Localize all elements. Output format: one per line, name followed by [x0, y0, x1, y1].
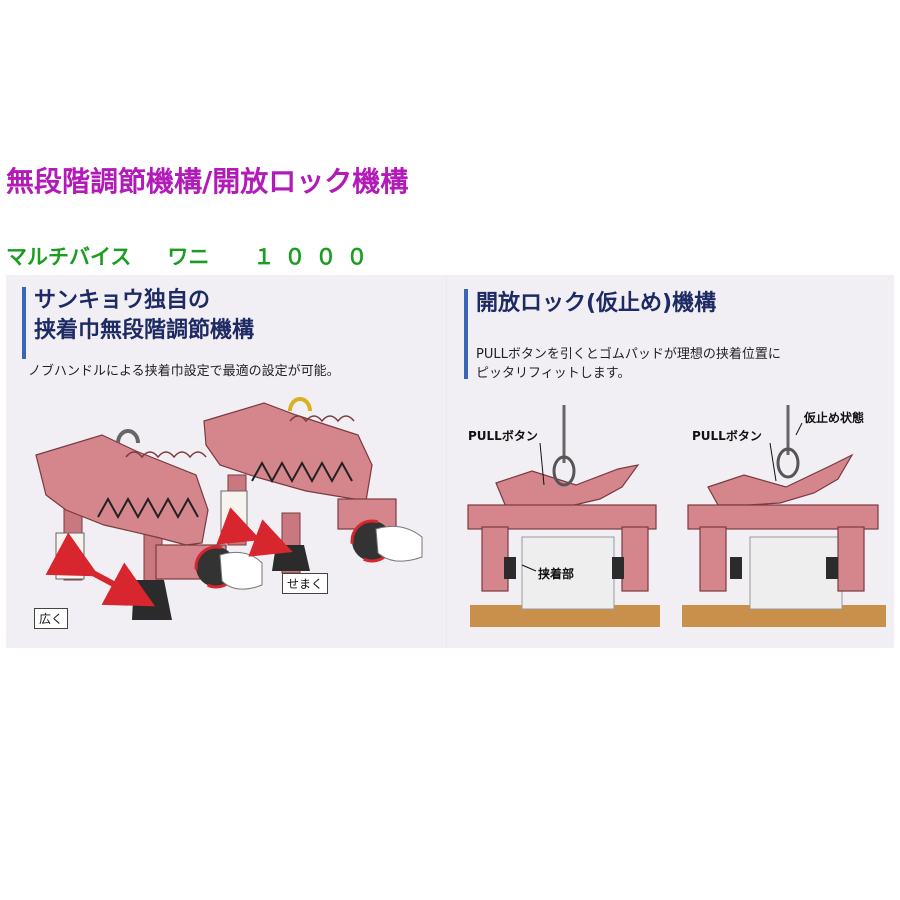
lock-illustration-locked [682, 405, 886, 627]
label-narrow: せまく [282, 573, 329, 594]
illustration-panel: サンキョウ独自の 挟着巾無段階調節機構 ノブハンドルによる挟着巾設定で最適の設定… [6, 275, 894, 648]
right-note-line1: PULLボタンを引くとゴムパッドが理想の挟着位置に [476, 347, 781, 362]
product-number: １０００ [253, 245, 378, 269]
clamp-part-label: 挟着部 [538, 567, 575, 581]
left-note: ノブハンドルによる挟着巾設定で最適の設定が可能。 [28, 364, 340, 379]
pull-button-label-left: PULLボタン [468, 429, 538, 443]
product-subheading: マルチバイス ワニ １０００ [6, 241, 377, 271]
label-wide: 広く [34, 608, 69, 629]
pull-button-label-right: PULLボタン [692, 429, 762, 443]
left-title-line2: 挟着巾無段階調節機構 [34, 318, 255, 343]
right-title-accent-bar [464, 289, 468, 379]
panel-divider [446, 275, 447, 648]
product-model: ワニ [167, 245, 210, 269]
right-title: 開放ロック(仮止め)機構 [476, 291, 717, 316]
clamp-illustrations [35, 397, 886, 627]
right-note-line2: ピッタリフィットします。 [476, 366, 631, 381]
lock-illustration-open [467, 405, 660, 627]
left-title-accent-bar [22, 287, 26, 359]
temp-lock-label: 仮止め状態 [804, 411, 865, 425]
product-name: マルチバイス [6, 245, 132, 269]
page-heading: 無段階調節機構/開放ロック機構 [6, 165, 409, 198]
left-title-line1: サンキョウ独自の [34, 288, 211, 313]
